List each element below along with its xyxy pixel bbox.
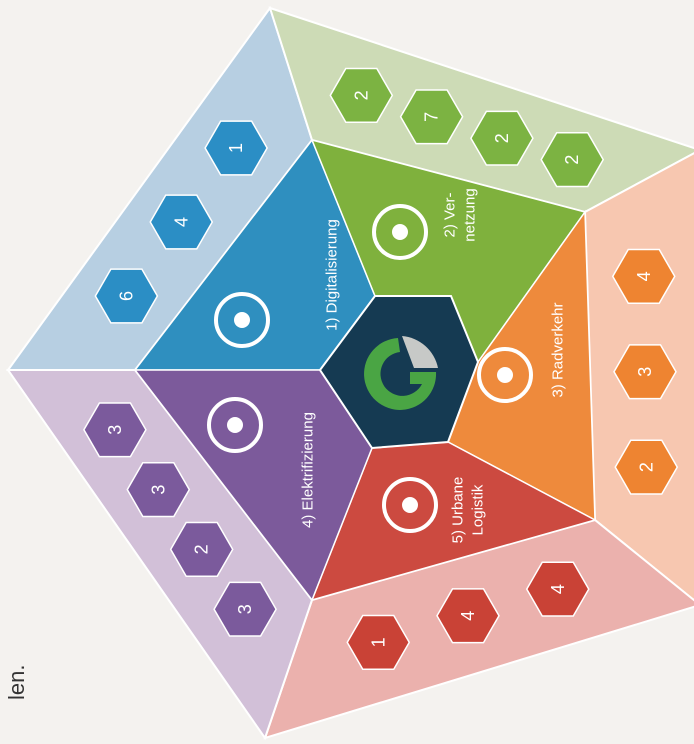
count-value: 2 — [192, 544, 212, 554]
vernetzung-counts: 2 7 2 2 — [329, 67, 605, 188]
count-value: 4 — [634, 271, 654, 281]
segment-label: 1) Digitalisierung — [324, 219, 341, 331]
radverkehr-counts: 4 3 2 — [611, 248, 679, 495]
count-value: 3 — [105, 425, 125, 435]
count-value: 1 — [226, 143, 246, 153]
count-hexagon: 3 — [613, 344, 677, 400]
bicycle-icon — [477, 347, 533, 403]
segment-label: 4) Elektrifizierung — [300, 412, 317, 528]
count-hexagon: 2 — [169, 521, 234, 577]
count-hexagon: 2 — [470, 110, 534, 166]
count-value: 6 — [116, 291, 136, 301]
logo-ring-icon — [364, 338, 437, 410]
network-nodes-icon — [372, 204, 428, 260]
count-value: 2 — [351, 90, 371, 100]
count-hexagon: 2 — [540, 132, 605, 188]
tablet-touch-icon — [214, 292, 270, 348]
count-value: 4 — [548, 584, 568, 594]
center-hexagon — [318, 295, 480, 450]
segment-label: 2) Ver- — [442, 192, 459, 237]
power-plug-icon — [207, 397, 263, 453]
count-hexagon: 4 — [436, 588, 500, 644]
count-hexagon: 1 — [346, 614, 411, 670]
count-hexagon: 2 — [329, 67, 394, 123]
center-logo — [318, 295, 480, 450]
count-hexagon: 7 — [399, 89, 464, 145]
segment-label: Logistik — [470, 484, 487, 535]
count-value: 3 — [635, 367, 655, 377]
count-value: 3 — [148, 485, 168, 495]
digitalisierung-counts: 6 4 1 — [94, 120, 268, 324]
count-hexagon: 4 — [149, 194, 214, 250]
count-value: 3 — [235, 604, 255, 614]
count-hexagon: 4 — [611, 248, 676, 304]
count-value: 4 — [458, 611, 478, 621]
elektrifizierung-counts: 3 2 3 3 — [83, 402, 277, 637]
count-hexagon: 1 — [204, 120, 268, 176]
count-hexagon: 3 — [213, 581, 277, 637]
count-value: 2 — [636, 462, 656, 472]
count-hexagon: 3 — [126, 462, 191, 518]
count-value: 2 — [492, 133, 512, 143]
segment-label: 5) Urbane — [450, 477, 467, 544]
count-value: 2 — [562, 155, 582, 165]
count-hexagon: 6 — [94, 268, 159, 324]
count-value: 7 — [422, 112, 442, 122]
logo-accent-icon — [402, 336, 438, 368]
count-value: 4 — [171, 217, 191, 227]
urbane-logistik-counts: 4 4 1 — [346, 561, 590, 670]
count-hexagon: 2 — [614, 439, 679, 495]
segment-label: 3) Radverkehr — [550, 302, 567, 397]
delivery-truck-clock-icon — [382, 477, 438, 533]
count-hexagon: 4 — [525, 561, 590, 617]
count-hexagon: 3 — [83, 402, 147, 458]
count-value: 1 — [368, 637, 388, 647]
segment-label: netzung — [462, 188, 479, 241]
